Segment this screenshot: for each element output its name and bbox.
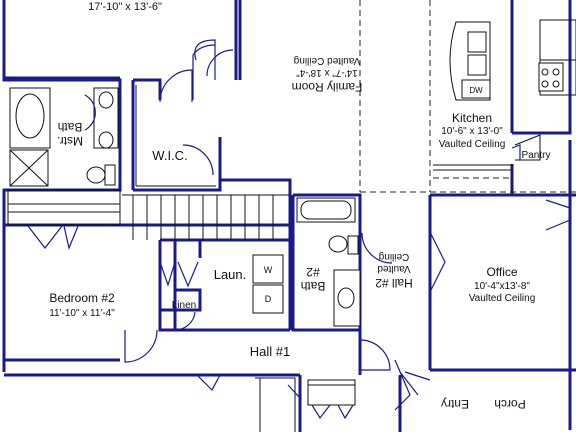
wic-label: W.I.C. [152,148,187,163]
bedroom2-dims: 11'-10" x 11'-4" [49,308,115,319]
room-labels: 17'-10" x 13'-6" Family Room 14'-7" x 18… [49,1,550,411]
office-dims: 10'-4"x13'-8" [474,281,530,292]
pantry-label: Pantry [522,150,551,161]
dryer-label: D [265,294,272,304]
office-name: Office [486,265,517,279]
hall2-name: Hall #2 [375,276,413,290]
family-room-dims: 14'-7" x 18'-4" [296,67,358,78]
washer-label: W [264,265,273,275]
bath2-label-1: Bath [301,279,326,293]
top-room-dims: 17'-10" x 13'-6" [88,1,162,13]
bedroom2-name: Bedroom #2 [49,291,115,305]
laundry-label: Laun. [214,267,247,282]
hall2-note-2: Ceiling [379,251,410,262]
master-bath-label-1: Mstr. [57,134,83,148]
kitchen-name: Kitchen [452,111,492,125]
porch-label: Porch [494,397,525,411]
bath2-label-2: #2 [306,265,320,279]
details [7,0,576,432]
kitchen-note: Vaulted Ceiling [439,139,506,150]
master-bath-label-2: Bath [58,120,83,134]
family-room-name: Family Room [292,80,363,94]
linen-label: Linen [172,300,196,311]
hall2-note-1: Vaulted [377,263,410,274]
office-note: Vaulted Ceiling [469,293,536,304]
doors [27,39,571,420]
hall1-label: Hall #1 [250,344,290,359]
entry-label: Entry [441,397,469,411]
kitchen-dims: 10'-6" x 13'-0" [441,126,503,137]
family-room-note: Vaulted Ceiling [294,55,361,66]
dw-label: DW [469,86,483,95]
